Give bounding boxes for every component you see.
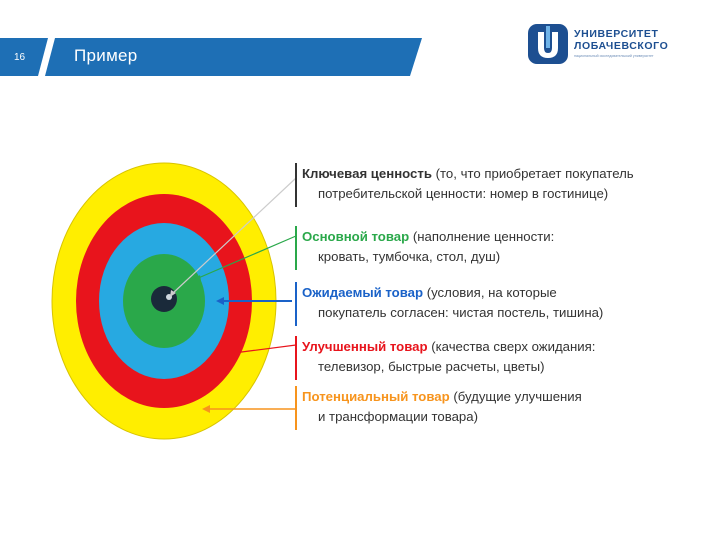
label-description: (то, что приобретает покупатель: [431, 166, 634, 181]
label-description: (будущие улучшения: [449, 389, 582, 404]
label-bar-augmented-product: [295, 336, 297, 380]
label-augmented-product: Улучшенный товар (качества сверх ожидани…: [302, 337, 595, 377]
arrow-core-product-head: [194, 275, 201, 281]
label-description: (наполнение ценности:: [409, 229, 555, 244]
arrow-augmented-product: [233, 344, 297, 354]
label-description: (условия, на которые: [423, 285, 557, 300]
label-description-line-2: покупатель согласен: чистая постель, тиш…: [318, 305, 604, 320]
label-term: Ключевая ценность: [302, 166, 432, 181]
label-key-value: Ключевая ценность (то, что приобретает п…: [302, 164, 634, 204]
university-logo-mark: [528, 24, 568, 64]
slide-header: 16 Пример УНИВЕРСИТЕТ ЛОБАЧЕВСКОГО нацио…: [0, 0, 720, 100]
label-expected-product: Ожидаемый товар (условия, на которые пок…: [302, 283, 603, 323]
arrow-potential-product-head: [202, 405, 210, 413]
arrow-expected-product-head: [216, 297, 224, 305]
university-logo-text: УНИВЕРСИТЕТ ЛОБАЧЕВСКОГО национальный ис…: [574, 28, 714, 58]
label-description-line-2: кровать, тумбочка, стол, душ): [318, 249, 501, 264]
label-bar-key-value: [295, 163, 297, 207]
label-description-line-2: и трансформации товара): [318, 409, 478, 424]
label-potential-product: Потенциальный товар (будущие улучшения и…: [302, 387, 582, 427]
label-term: Улучшенный товар: [302, 339, 428, 354]
logo-line-1: УНИВЕРСИТЕТ: [574, 28, 659, 40]
logo-line-2: ЛОБАЧЕВСКОГО: [574, 40, 669, 52]
label-term: Потенциальный товар: [302, 389, 450, 404]
label-bar-expected-product: [295, 282, 297, 326]
title-band: [45, 38, 422, 76]
arrow-key-value-head: [170, 290, 176, 297]
logo-subtitle: национальный исследовательский университ…: [574, 54, 654, 58]
label-bar-core-product: [295, 226, 297, 270]
label-term: Основной товар: [302, 229, 410, 244]
label-description-line-2: телевизор, быстрые расчеты, цветы): [318, 359, 545, 374]
label-description-line-2: потребительской ценности: номер в гостин…: [318, 186, 609, 201]
arrow-key-value: [171, 177, 297, 295]
slide-number-tab: [0, 38, 48, 76]
label-description: (качества сверх ожидания:: [427, 339, 596, 354]
core: [151, 286, 177, 312]
label-term: Ожидаемый товар: [302, 285, 424, 300]
slide-number: 16: [14, 52, 26, 63]
label-core-product: Основной товар (наполнение ценности: кро…: [302, 227, 554, 267]
arrow-core-product: [195, 235, 297, 280]
slide-title: Пример: [74, 46, 138, 65]
header-band: [0, 24, 568, 76]
label-bar-potential-product: [295, 386, 297, 430]
